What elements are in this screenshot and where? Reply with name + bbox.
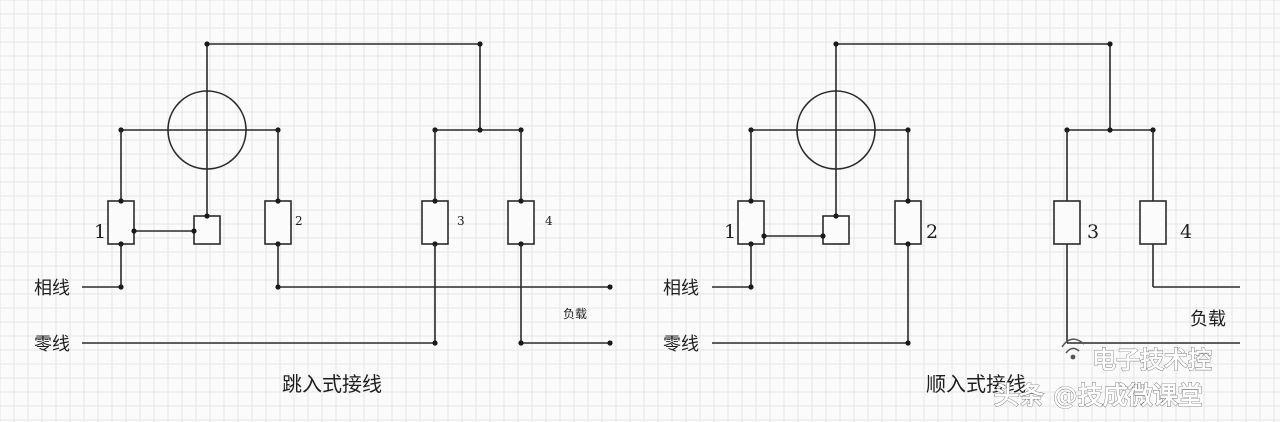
junction-dot	[518, 340, 524, 346]
junction-dot	[607, 340, 613, 346]
watermark-title: 电子技术控	[1092, 346, 1212, 374]
phase-line-label: 相线	[34, 278, 70, 299]
terminal-3-label: 3	[1087, 221, 1099, 243]
junction-dot	[748, 284, 754, 290]
junction-dot	[905, 198, 911, 204]
junction-dot	[432, 340, 438, 346]
terminal-3-label: 3	[457, 214, 465, 228]
junction-dot	[761, 233, 767, 239]
junction-dot	[1107, 127, 1113, 133]
terminal-2	[894, 200, 922, 245]
load-label: 负载	[1190, 309, 1226, 330]
junction-dot	[820, 233, 826, 239]
junction-dot	[518, 198, 524, 204]
junction-dot	[204, 41, 210, 47]
junction-dot	[275, 284, 281, 290]
neutral-line-label: 零线	[663, 334, 699, 355]
junction-dot	[748, 198, 754, 204]
junction-dot	[204, 213, 210, 219]
terminal-1-label: 1	[94, 221, 106, 243]
voltage-terminal	[193, 215, 221, 245]
left-caption: 跳入式接线	[282, 372, 382, 396]
terminal-4-label: 4	[545, 214, 553, 228]
junction-dot	[607, 284, 613, 290]
right-caption: 顺入式接线	[926, 372, 1026, 396]
watermark-handle: 头条 @技成微课堂	[994, 381, 1203, 410]
watermark: 电子技术控 头条 @技成微课堂	[994, 338, 1212, 410]
junction-dot	[275, 198, 281, 204]
junction-dot	[432, 198, 438, 204]
load-label: 负载	[563, 307, 587, 321]
voltage-terminal	[822, 215, 850, 245]
left-wiring-diagram: 1 2 3 4 相线 零线 负载 跳入式接线	[34, 41, 613, 396]
terminal-2-label: 2	[926, 221, 938, 243]
junction-dot	[191, 228, 197, 234]
junction-dot	[118, 198, 124, 204]
terminal-2	[264, 200, 292, 245]
junction-dot	[1107, 41, 1113, 47]
junction-dot	[118, 284, 124, 290]
terminal-3	[421, 200, 449, 245]
terminal-4	[1139, 200, 1167, 245]
junction-dot	[833, 41, 839, 47]
junction-dot	[833, 213, 839, 219]
right-wiring-diagram: 1 2 3 4 相线 零线 负载 顺入式接线	[663, 41, 1240, 396]
terminal-3	[1053, 200, 1081, 245]
terminal-1-label: 1	[724, 221, 736, 243]
terminal-4-label: 4	[1180, 221, 1192, 243]
watermark-logo-icon	[1061, 338, 1085, 360]
terminal-2-label: 2	[295, 214, 303, 228]
junction-dot	[477, 127, 483, 133]
junction-dot	[477, 41, 483, 47]
terminal-1	[107, 200, 135, 245]
junction-dot	[905, 340, 911, 346]
phase-line-label: 相线	[663, 278, 699, 299]
neutral-line-label: 零线	[34, 334, 70, 355]
terminal-4	[507, 200, 535, 245]
junction-dot	[131, 228, 137, 234]
terminal-1	[737, 200, 765, 245]
